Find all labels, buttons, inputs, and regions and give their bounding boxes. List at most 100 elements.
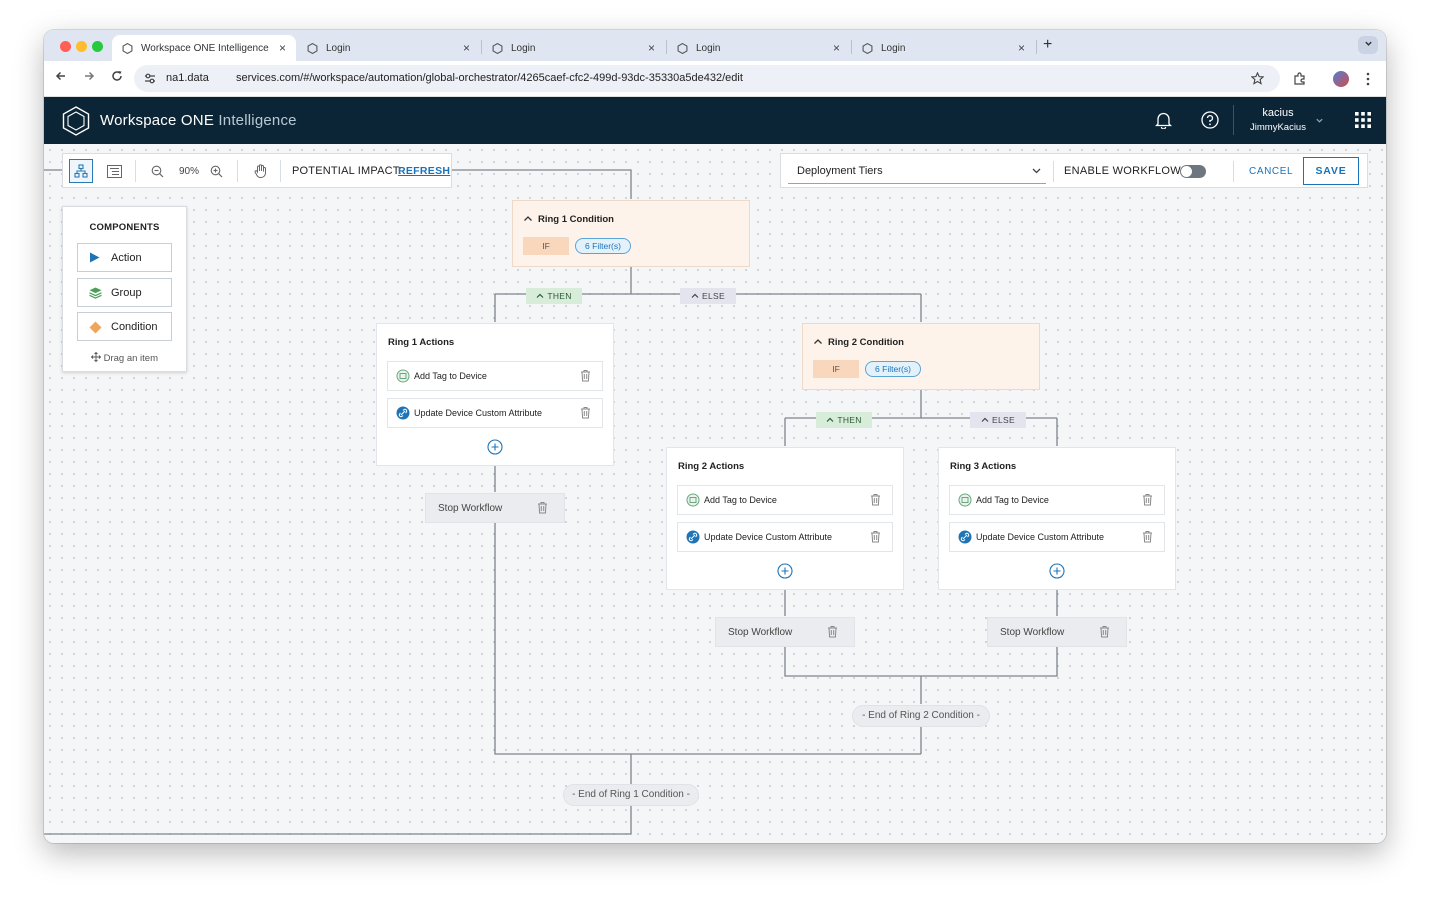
reload-button[interactable] xyxy=(108,69,126,85)
user-name[interactable]: kacius xyxy=(1262,107,1294,119)
add-action-icon[interactable] xyxy=(487,439,503,455)
ring2-condition-card[interactable]: Ring 2 Condition IF 6 Filter(s) xyxy=(802,323,1040,390)
ring1-condition-card[interactable]: Ring 1 Condition IF 6 Filter(s) xyxy=(512,200,750,267)
trash-icon[interactable] xyxy=(537,501,548,514)
then-badge[interactable]: THEN xyxy=(816,412,872,428)
tab-search-button[interactable] xyxy=(1358,36,1378,54)
browser-tab[interactable]: Login × xyxy=(667,35,850,61)
close-tab-icon[interactable]: × xyxy=(462,41,470,55)
else-badge[interactable]: ELSE xyxy=(970,412,1026,428)
chevron-up-icon xyxy=(981,417,989,422)
zoom-window-button[interactable] xyxy=(92,41,103,52)
browser-tab[interactable]: Login × xyxy=(297,35,480,61)
workflow-canvas[interactable]: 90% POTENTIAL IMPACT: REFRESH Deployment… xyxy=(44,144,1386,843)
star-icon[interactable] xyxy=(1251,72,1264,85)
bell-icon[interactable] xyxy=(1155,111,1172,129)
url-input[interactable]: na1.data services.com/#/workspace/automa… xyxy=(134,65,1280,92)
refresh-impact-link[interactable]: REFRESH xyxy=(398,165,451,177)
add-action-icon[interactable] xyxy=(777,563,793,579)
browser-tab[interactable]: Login × xyxy=(852,35,1035,61)
workspace-one-logo-icon[interactable] xyxy=(62,106,90,136)
diagram-view-button[interactable] xyxy=(69,159,93,183)
profile-avatar[interactable] xyxy=(1333,71,1349,87)
component-label: Group xyxy=(111,287,142,299)
zoom-in-button[interactable] xyxy=(204,159,228,183)
close-tab-icon[interactable]: × xyxy=(832,41,840,55)
action-row[interactable]: Update Device Custom Attribute xyxy=(949,522,1165,552)
kebab-menu-icon[interactable] xyxy=(1365,72,1371,86)
trash-icon[interactable] xyxy=(870,493,881,506)
cancel-button[interactable]: CANCEL xyxy=(1249,166,1294,177)
link-attribute-icon xyxy=(958,530,972,544)
action-row[interactable]: Add Tag to Device xyxy=(677,485,893,515)
stop-workflow-card[interactable]: Stop Workflow xyxy=(715,617,855,647)
hexagon-logo-icon xyxy=(122,42,133,54)
trash-icon[interactable] xyxy=(1099,625,1110,638)
trash-icon[interactable] xyxy=(1142,530,1153,543)
then-badge[interactable]: THEN xyxy=(526,288,582,304)
chevron-up-icon[interactable] xyxy=(523,214,533,223)
back-button[interactable] xyxy=(52,69,70,85)
trash-icon[interactable] xyxy=(870,530,881,543)
close-tab-icon[interactable]: × xyxy=(1017,41,1025,55)
trash-icon[interactable] xyxy=(1142,493,1153,506)
action-row[interactable]: Update Device Custom Attribute xyxy=(677,522,893,552)
pan-button[interactable] xyxy=(248,159,272,183)
address-bar: na1.data services.com/#/workspace/automa… xyxy=(44,61,1386,97)
save-button[interactable]: SAVE xyxy=(1303,157,1359,185)
tab-title: Login xyxy=(326,42,351,54)
zoom-in-icon xyxy=(210,165,222,177)
else-badge[interactable]: ELSE xyxy=(680,288,736,304)
action-label: Add Tag to Device xyxy=(704,495,777,505)
ring2-actions-card[interactable]: Ring 2 Actions Add Tag to Device Update … xyxy=(666,447,904,590)
zoom-out-button[interactable] xyxy=(145,159,169,183)
app-grid-icon[interactable] xyxy=(1355,112,1371,128)
list-view-button[interactable] xyxy=(102,159,126,183)
close-tab-icon[interactable]: × xyxy=(647,41,655,55)
minimize-window-button[interactable] xyxy=(76,41,87,52)
user-org[interactable]: JimmyKacius xyxy=(1250,122,1306,133)
component-label: Condition xyxy=(111,321,158,333)
ring3-actions-card[interactable]: Ring 3 Actions Add Tag to Device Update … xyxy=(938,447,1176,590)
trash-icon[interactable] xyxy=(827,625,838,638)
browser-tab-active[interactable]: Workspace ONE Intelligence × xyxy=(112,35,296,61)
filter-count-chip[interactable]: 6 Filter(s) xyxy=(865,361,921,377)
component-condition[interactable]: Condition xyxy=(77,312,172,341)
arrow-left-icon xyxy=(55,71,65,81)
add-action-icon[interactable] xyxy=(1049,563,1065,579)
tab-separator xyxy=(481,40,482,54)
bar-divider xyxy=(1053,161,1054,182)
tag-device-icon xyxy=(958,493,972,507)
tab-title: Workspace ONE Intelligence xyxy=(141,42,269,54)
components-title: COMPONENTS xyxy=(89,222,160,233)
browser-tab[interactable]: Login × xyxy=(482,35,665,61)
chevron-down-icon[interactable] xyxy=(1315,116,1324,125)
trash-icon[interactable] xyxy=(580,406,591,419)
component-action[interactable]: Action xyxy=(77,243,172,272)
stop-workflow-card[interactable]: Stop Workflow xyxy=(425,493,565,523)
drag-hint: Drag an item xyxy=(63,351,186,364)
trash-icon[interactable] xyxy=(580,369,591,382)
bar-divider xyxy=(1233,161,1234,182)
tab-separator xyxy=(666,40,667,54)
action-row[interactable]: Add Tag to Device xyxy=(387,361,603,391)
stop-workflow-card[interactable]: Stop Workflow xyxy=(987,617,1127,647)
close-window-button[interactable] xyxy=(60,41,71,52)
forward-button[interactable] xyxy=(80,69,98,85)
chevron-up-icon[interactable] xyxy=(813,337,823,346)
layers-icon xyxy=(89,287,102,299)
close-tab-icon[interactable]: × xyxy=(278,41,286,55)
help-icon[interactable] xyxy=(1201,111,1219,129)
action-row[interactable]: Update Device Custom Attribute xyxy=(387,398,603,428)
filter-count-chip[interactable]: 6 Filter(s) xyxy=(575,238,631,254)
deployment-tier-select[interactable]: Deployment Tiers xyxy=(788,158,1046,184)
new-tab-button[interactable]: + xyxy=(1043,36,1053,53)
component-group[interactable]: Group xyxy=(77,278,172,307)
extensions-icon[interactable] xyxy=(1293,72,1307,86)
ring1-actions-card[interactable]: Ring 1 Actions Add Tag to Device Update … xyxy=(376,323,614,466)
enable-workflow-toggle[interactable] xyxy=(1180,165,1206,178)
app-title-main: Workspace ONE xyxy=(100,112,215,129)
action-row[interactable]: Add Tag to Device xyxy=(949,485,1165,515)
header-divider xyxy=(1233,105,1234,135)
components-palette: COMPONENTS Action Group Condition Drag a… xyxy=(62,206,187,372)
